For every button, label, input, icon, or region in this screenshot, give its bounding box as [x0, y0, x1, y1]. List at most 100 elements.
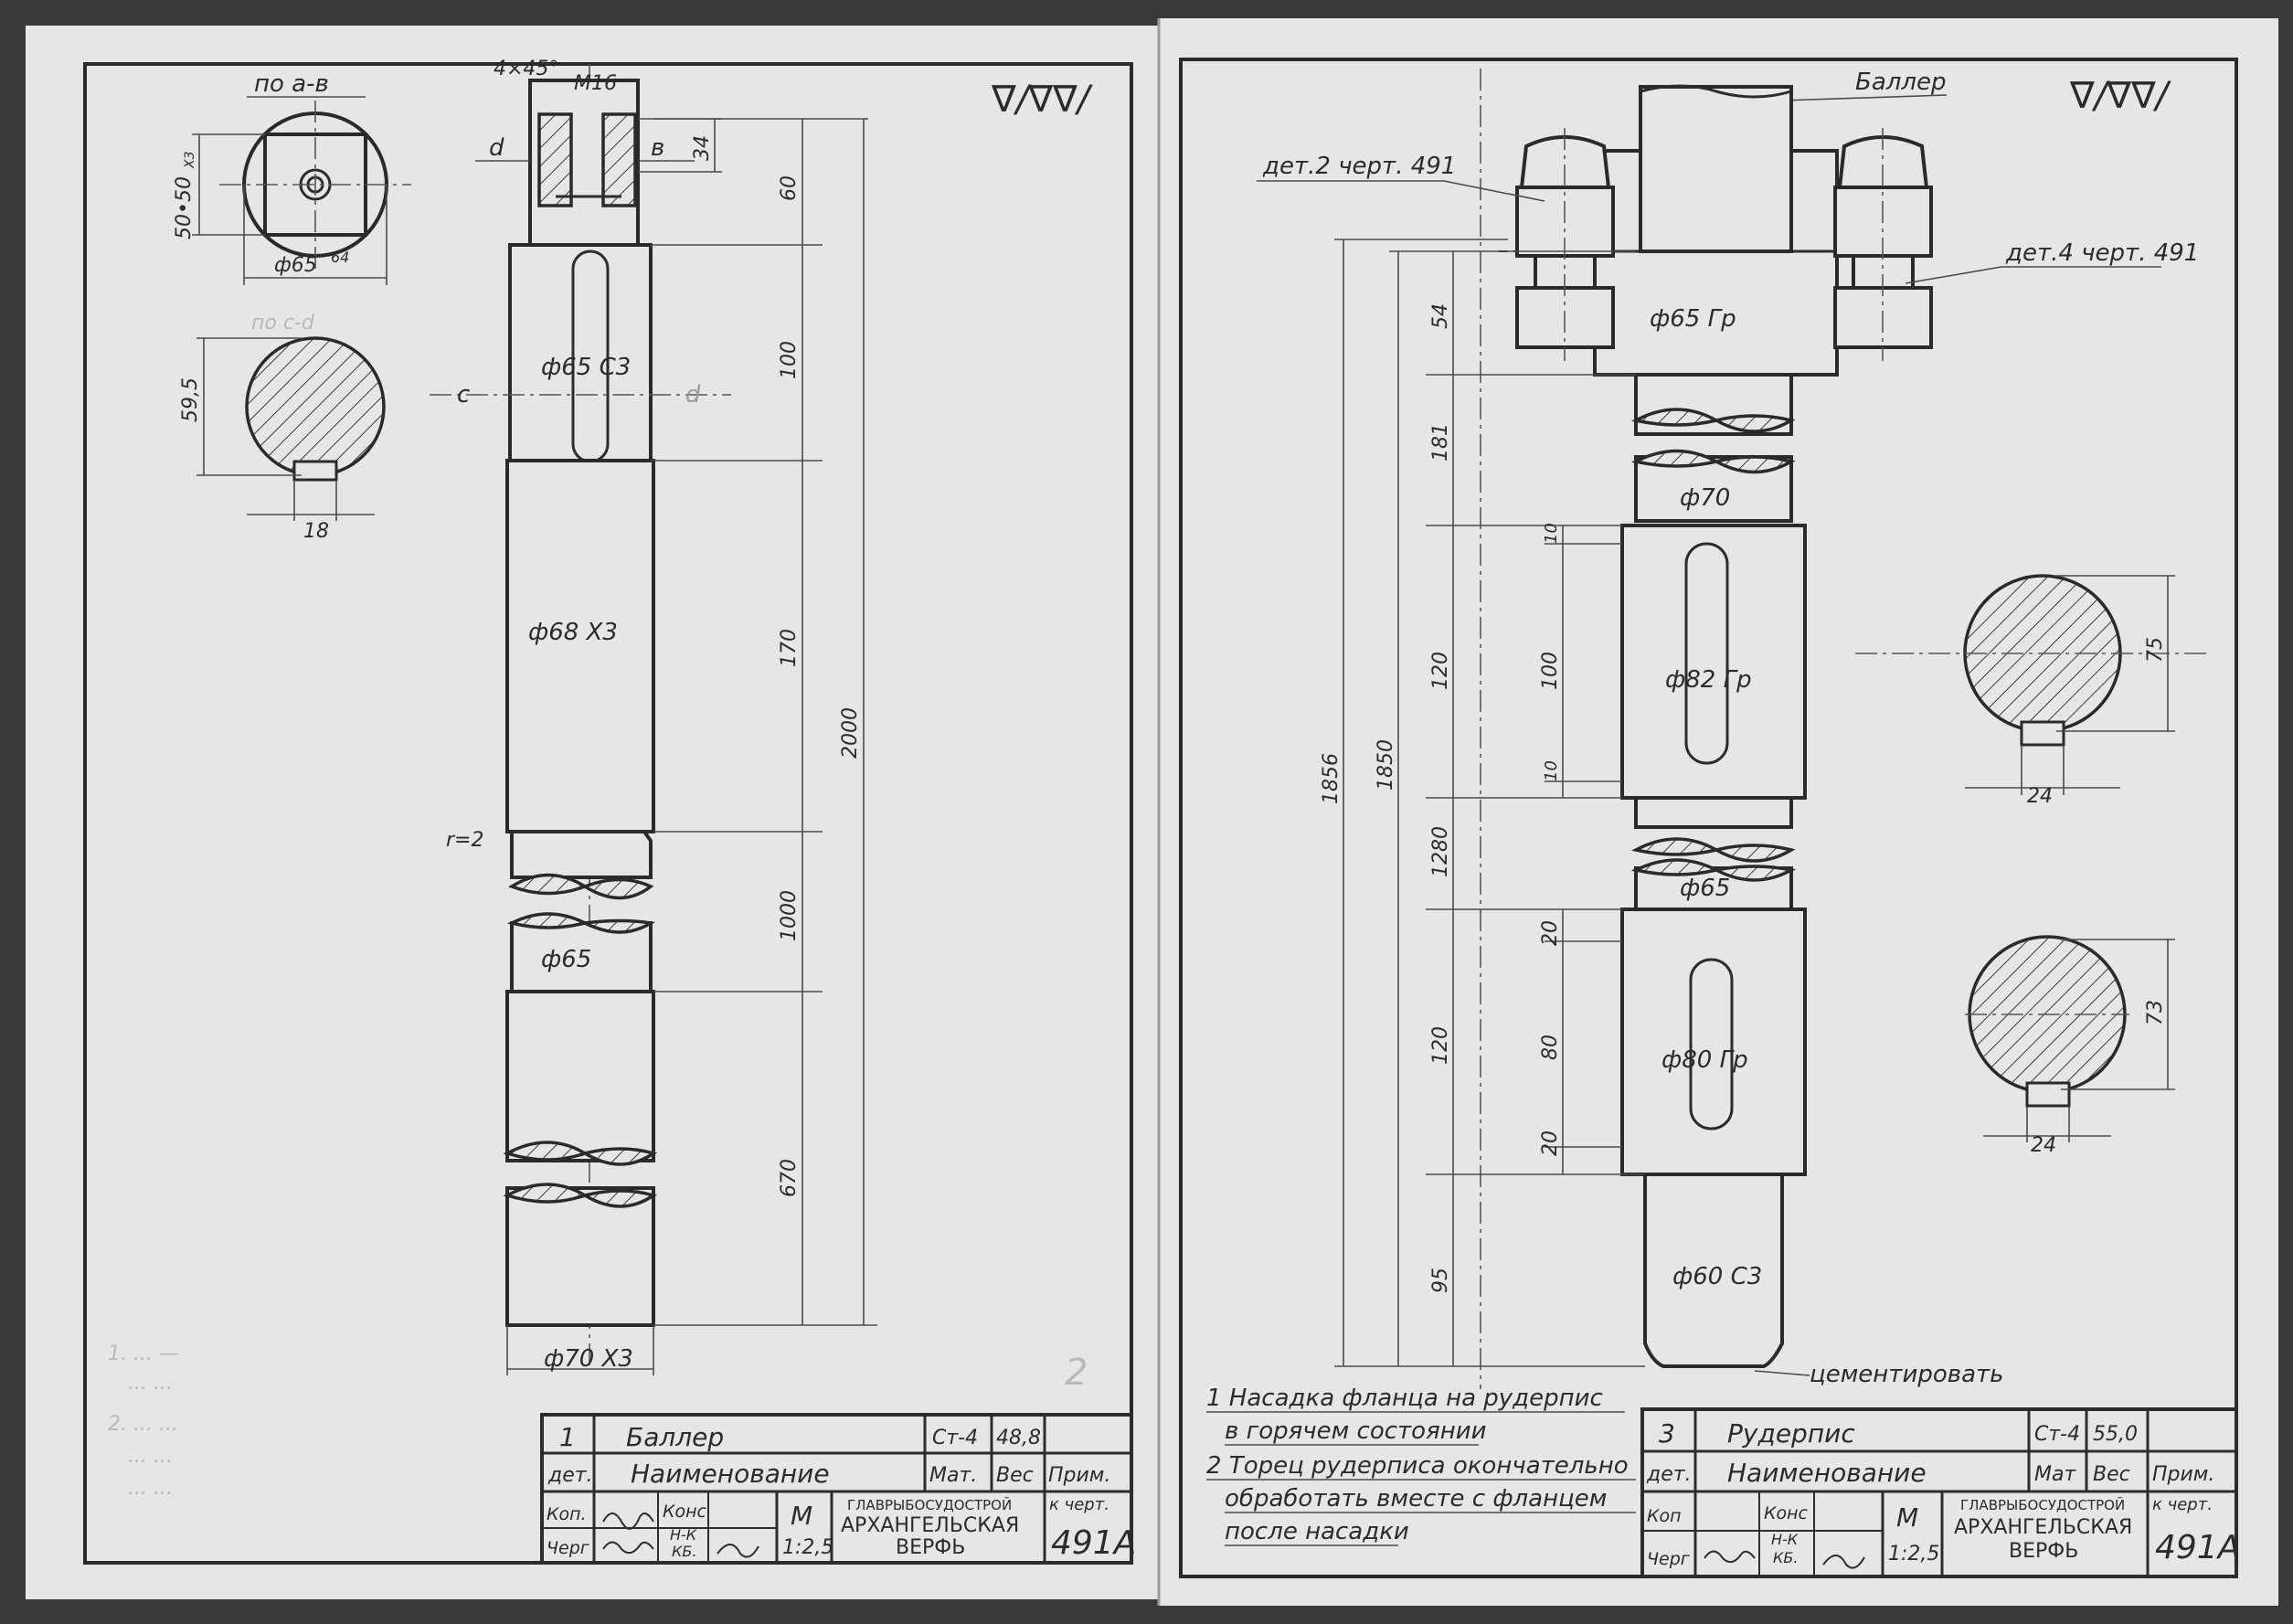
svg-text:Наименование: Наименование	[631, 1459, 830, 1489]
svg-text:Наименование: Наименование	[1727, 1458, 1927, 1488]
svg-text:73: 73	[2144, 1000, 2167, 1025]
svg-text:Конс: Конс	[1764, 1503, 1809, 1523]
svg-text:ВЕРФЬ: ВЕРФЬ	[2009, 1540, 2078, 1563]
overall-2000: 2000	[839, 707, 862, 759]
diameter-82gr: ф82 Гр	[1665, 666, 1752, 694]
section-cd-label: по с-d	[251, 312, 315, 334]
baller-label: Баллер	[1855, 69, 1947, 96]
section-cd-key: 18	[303, 520, 329, 543]
svg-text:20: 20	[1539, 920, 1562, 946]
svg-text:Черг: Черг	[547, 1538, 590, 1558]
svg-text:ГЛАВРЫБОСУДОСТРОЙ: ГЛАВРЫБОСУДОСТРОЙ	[1960, 1496, 2125, 1513]
title-block-right: 3 Рудерпис Ст-4 55,0 дет. Наименование М…	[1640, 1407, 2240, 1578]
svg-text:Ст-4: Ст-4	[2034, 1423, 2080, 1446]
svg-text:М: М	[791, 1501, 812, 1531]
drawing-number-right: 491А	[2155, 1529, 2240, 1566]
svg-text:24: 24	[2031, 1134, 2056, 1157]
note-2a: 2 Торец рудерписа окончательно	[1206, 1452, 1629, 1480]
diameter-65r: ф65	[1680, 875, 1730, 902]
svg-text:Ст-4: Ст-4	[932, 1427, 978, 1449]
svg-text:60: 60	[778, 175, 801, 201]
svg-text:1000: 1000	[778, 890, 801, 941]
svg-text:95: 95	[1429, 1268, 1452, 1293]
section-ab-diameter: ф65	[274, 254, 317, 277]
svg-text:ГЛАВРЫБОСУДОСТРОЙ: ГЛАВРЫБОСУДОСТРОЙ	[847, 1496, 1012, 1513]
surface-mark-right: ∇/∇∇/	[2069, 75, 2172, 117]
svg-text:Коп: Коп	[1647, 1506, 1682, 1526]
diameter-70x3: ф70 Х3	[544, 1345, 633, 1373]
svg-text:Мат.: Мат.	[929, 1464, 977, 1487]
section-cd-height: 59,5	[179, 377, 202, 422]
note-1b: в горячем состоянии	[1225, 1417, 1487, 1445]
part4-label: дет.4 черт. 491	[2005, 239, 2199, 267]
diameter-68x3: ф68 Х3	[528, 619, 618, 646]
svg-text:34: 34	[691, 135, 714, 161]
rudder-section-2	[1620, 908, 1807, 1176]
svg-text:170: 170	[778, 629, 801, 667]
svg-text:Мат: Мат	[2034, 1463, 2076, 1486]
svg-text:181: 181	[1429, 423, 1452, 462]
svg-text:КБ.: КБ.	[1773, 1549, 1798, 1566]
diameter-65c3: ф65 С3	[541, 354, 631, 381]
svg-text:1. ... —: 1. ... —	[108, 1343, 179, 1365]
svg-text:Н-К: Н-К	[1771, 1531, 1799, 1548]
diameter-80gr: ф80 Гр	[1661, 1046, 1748, 1074]
section-cd-circle	[245, 336, 386, 477]
svg-text:10: 10	[1542, 760, 1561, 781]
thread-label: М16	[574, 72, 617, 95]
svg-text:в: в	[651, 134, 664, 162]
sheet-number: 2	[1065, 1352, 1088, 1394]
svg-text:дет.: дет.	[547, 1464, 593, 1487]
svg-text:54: 54	[1429, 303, 1452, 329]
svg-text:... ...: ... ...	[128, 1477, 173, 1500]
diameter-65: ф65	[541, 946, 591, 973]
part-name-right: Рудерпис	[1727, 1418, 1855, 1449]
svg-text:100: 100	[1539, 652, 1562, 690]
right-drawing: Баллер ф65 Гр дет.2 черт. 491 дет.4 черт…	[1206, 69, 2212, 1546]
scale-right: 1:2,5	[1888, 1543, 1939, 1566]
svg-text:М: М	[1896, 1502, 1918, 1533]
surface-mark-left: ∇/∇∇/	[991, 79, 1094, 121]
svg-text:Х3: Х3	[183, 152, 197, 170]
svg-text:48,8: 48,8	[996, 1427, 1041, 1449]
svg-text:КБ.: КБ.	[672, 1543, 696, 1560]
svg-text:55,0: 55,0	[2093, 1423, 2138, 1446]
cement-label: цементировать	[1810, 1361, 2003, 1388]
svg-text:Н-К: Н-К	[670, 1526, 697, 1544]
svg-text:d: d	[489, 134, 504, 162]
svg-text:1280: 1280	[1429, 826, 1452, 877]
radius-label: r=2	[446, 829, 483, 852]
svg-text:Коп.: Коп.	[547, 1504, 587, 1524]
note-1a: 1 Насадка фланца на рудерпис	[1206, 1385, 1603, 1412]
svg-text:к черт.: к черт.	[2152, 1495, 2213, 1514]
left-drawing: по а-в 50•50 Х3 ф65 64 по с-d 59,5 18	[108, 58, 1088, 1500]
svg-text:к черт.: к черт.	[1049, 1495, 1109, 1514]
diameter-65gr: ф65 Гр	[1650, 305, 1736, 333]
svg-text:1: 1	[559, 1422, 576, 1452]
shaft-neck	[510, 830, 653, 879]
svg-text:670: 670	[778, 1159, 801, 1197]
diameter-70: ф70	[1680, 484, 1730, 512]
svg-text:100: 100	[778, 341, 801, 379]
svg-text:ВЕРФЬ: ВЕРФЬ	[896, 1536, 965, 1559]
svg-text:20: 20	[1539, 1130, 1562, 1156]
part-name-left: Баллер	[626, 1422, 724, 1452]
note-2b: обработать вместе с фланцем	[1225, 1485, 1607, 1513]
svg-text:64: 64	[331, 249, 349, 266]
shaft-upper	[508, 243, 653, 462]
svg-text:Прим.: Прим.	[2152, 1463, 2214, 1486]
drawing-number-left: 491А	[1051, 1524, 1136, 1562]
svg-text:... ...: ... ...	[128, 1445, 173, 1468]
svg-text:24: 24	[2027, 785, 2053, 808]
svg-text:АРХАНГЕЛЬСКАЯ: АРХАНГЕЛЬСКАЯ	[841, 1514, 1019, 1537]
svg-text:2. ... ...: 2. ... ...	[108, 1413, 178, 1436]
title-block-left: 1 Баллер Ст-4 48,8 дет. Наименование Мат…	[540, 1413, 1136, 1565]
svg-text:120: 120	[1429, 1026, 1452, 1065]
svg-text:d: d	[685, 381, 701, 409]
scale-left: 1:2,5	[782, 1536, 833, 1559]
chamfer-label: 4×45°	[494, 58, 558, 80]
svg-text:1856: 1856	[1320, 753, 1343, 804]
svg-text:1850: 1850	[1375, 739, 1397, 791]
rudder-section-1	[1620, 524, 1807, 800]
